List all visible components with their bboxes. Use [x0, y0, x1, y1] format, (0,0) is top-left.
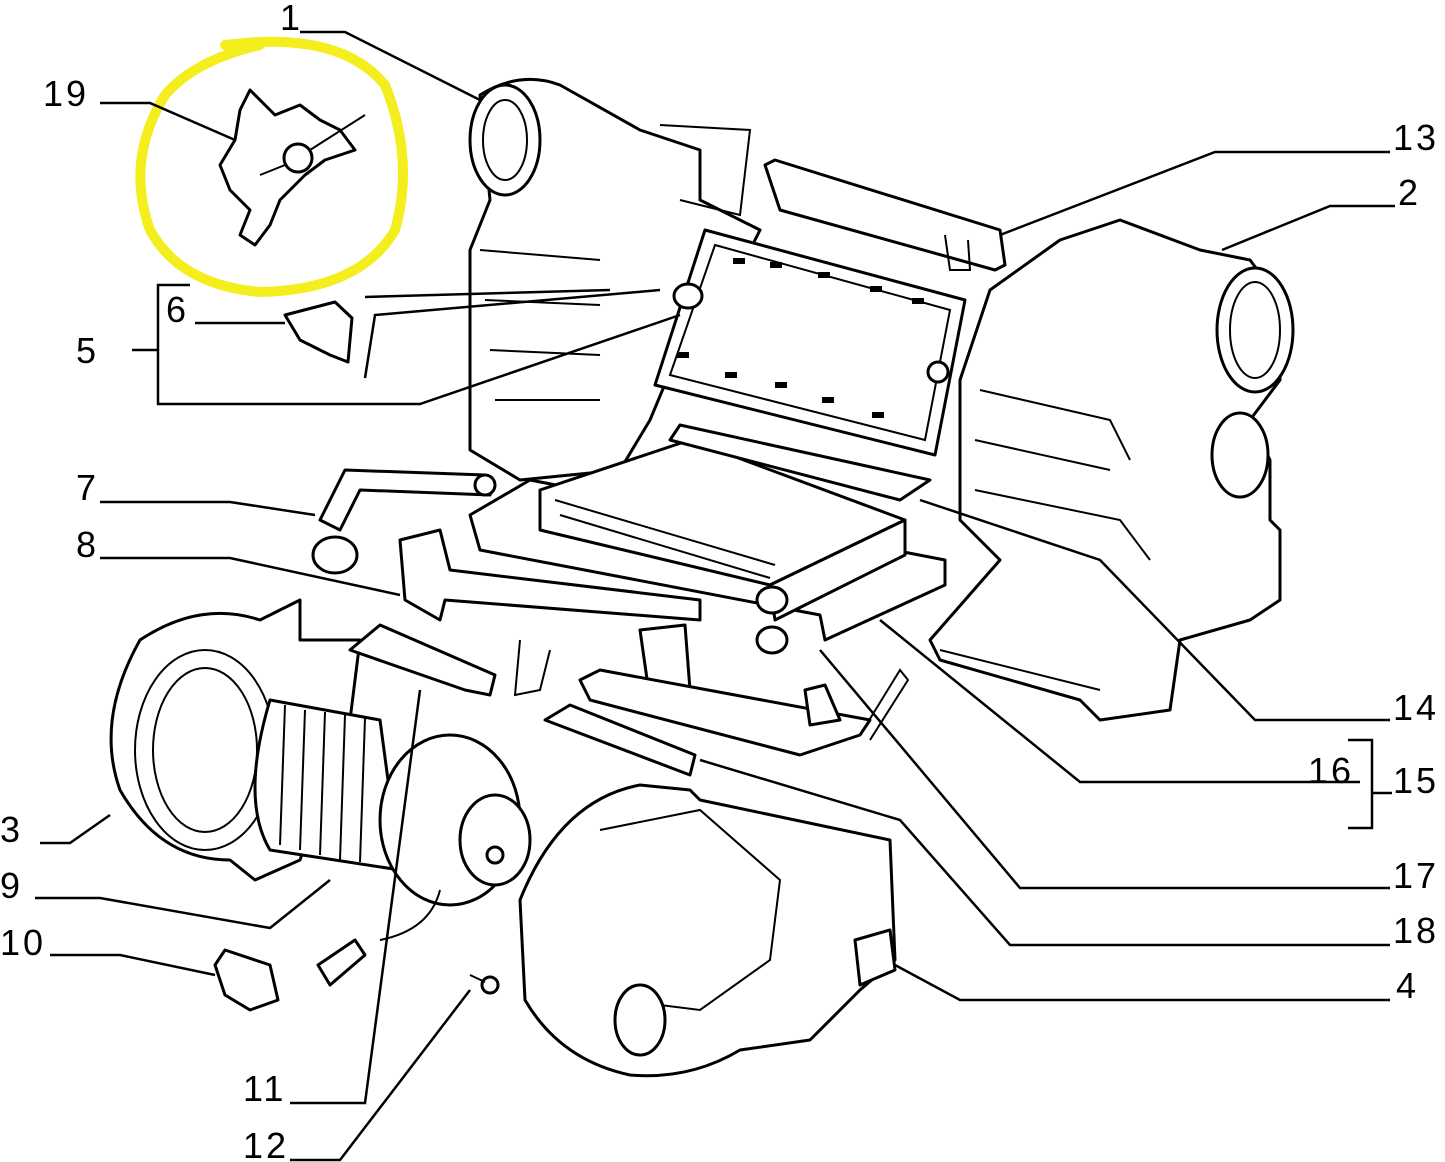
highlight-circle [135, 36, 408, 298]
callout-1: 1 [280, 0, 303, 38]
part-clip-6 [283, 300, 354, 364]
part-door-frame-5 [653, 228, 967, 457]
callout-17: 17 [1393, 855, 1439, 896]
callout-7: 7 [76, 467, 99, 508]
part-lower-housing-4 [518, 783, 897, 1078]
part-seal-11 [348, 623, 497, 697]
part-housing-right [928, 218, 1295, 722]
part-flap-13 [763, 158, 1007, 272]
leader-lines [35, 30, 1395, 1162]
part-blower-motor-9 [253, 698, 532, 987]
callout-12: 12 [243, 1125, 289, 1162]
part-housing-left [468, 77, 762, 482]
callout-14: 14 [1393, 687, 1439, 728]
part-pipe-7 [311, 468, 497, 575]
callout-8: 8 [76, 524, 99, 565]
part-19 [218, 88, 366, 247]
callout-4: 4 [1396, 965, 1419, 1006]
callout-10: 10 [0, 922, 46, 963]
callout-11: 11 [243, 1068, 286, 1109]
callout-15: 15 [1393, 760, 1439, 801]
part-clip-10 [213, 948, 280, 1012]
callout-9: 9 [0, 865, 23, 906]
part-heater-core [468, 423, 947, 655]
callout-2: 2 [1398, 172, 1421, 213]
callout-6: 6 [166, 289, 189, 330]
callout-5: 5 [76, 330, 99, 371]
part-screw-12 [469, 974, 500, 995]
callout-19: 19 [43, 73, 89, 114]
callout-13: 13 [1393, 117, 1439, 158]
callout-18: 18 [1393, 910, 1439, 951]
callout-3: 3 [0, 809, 23, 850]
part-lower-tray [543, 668, 910, 777]
callout-16: 16 [1308, 750, 1354, 791]
